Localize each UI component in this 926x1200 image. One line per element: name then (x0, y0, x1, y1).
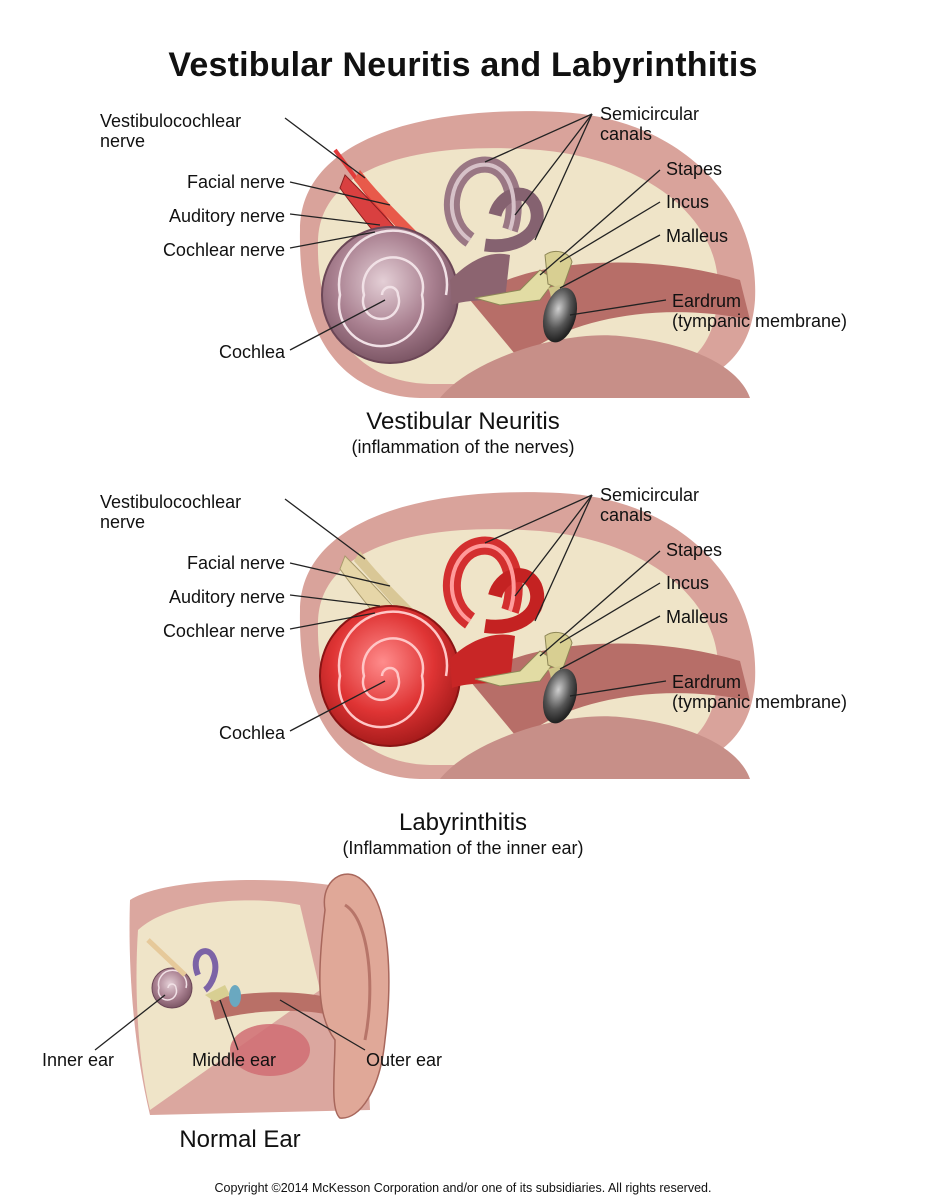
facial-nerve-inflamed (354, 170, 420, 245)
small-eardrum (229, 985, 241, 1007)
cochlea-spiral (337, 610, 449, 729)
eardrum-shape (542, 668, 578, 724)
vestibular-neuritis-illustration (284, 111, 756, 398)
canal-highlight (450, 543, 516, 623)
small-semicircular-canals (192, 948, 219, 993)
label-line: canals (600, 124, 653, 144)
caption-subtitle: (Inflammation of the inner ear) (342, 838, 584, 858)
cochlea-spiral (337, 229, 449, 348)
parotid-tissue (230, 1024, 310, 1076)
leader-lines-lab (284, 494, 667, 732)
label-line: Eardrum (672, 291, 742, 311)
label-line: Semicircular (600, 485, 700, 505)
auricle (319, 873, 390, 1119)
page-title: Vestibular Neuritis and Labyrinthitis (168, 46, 758, 84)
label-line: Vestibulocochlear (100, 111, 242, 131)
label-auditory-nerve: Auditory nerve (168, 206, 285, 226)
semicircular-canal-2 (484, 187, 544, 253)
label-cochlea: Cochlea (218, 723, 285, 743)
vestibule (450, 253, 510, 305)
label-facial-nerve: Facial nerve (186, 553, 285, 573)
label-cochlear-nerve: Cochlear nerve (162, 621, 285, 641)
caption-subtitle: (inflammation of the nerves) (351, 437, 575, 457)
label-incus: Incus (666, 192, 710, 212)
label-stapes: Stapes (666, 159, 723, 179)
small-nerve (146, 938, 187, 977)
label-line: Eardrum (672, 672, 742, 692)
caption-labyrinthitis: Labyrinthitis (Inflammation of the inner… (0, 809, 926, 859)
copyright-notice: Copyright ©2014 McKesson Corporation and… (214, 1181, 712, 1195)
caption-title: Labyrinthitis (398, 809, 528, 836)
label-semicircular-canals: Semicircular canals (600, 485, 699, 525)
labyrinthitis-illustration (284, 492, 756, 779)
label-middle-ear: Middle ear (192, 1050, 277, 1070)
small-ossicles (205, 985, 230, 1002)
caption-normal-ear: Normal Ear (179, 1126, 301, 1153)
label-cochlear-nerve: Cochlear nerve (162, 240, 285, 260)
label-incus: Incus (666, 573, 710, 593)
label-outer-ear: Outer ear (366, 1050, 443, 1070)
cochlea-shape (321, 226, 459, 364)
label-vestibulocochlear-nerve: Vestibulocochlear nerve (100, 111, 285, 151)
label-vestibulocochlear-nerve: Vestibulocochlear nerve (100, 492, 285, 532)
lower-tissue (440, 335, 750, 398)
semicircular-canal-2-inflamed (484, 568, 544, 634)
label-eardrum: Eardrum (tympanic membrane) (672, 672, 847, 712)
leader-lines-normal (94, 994, 366, 1051)
label-line: Vestibulocochlear (100, 492, 242, 512)
normal-ear-illustration (94, 873, 390, 1119)
label-cochlea: Cochlea (218, 342, 285, 362)
label-line: (tympanic membrane) (672, 311, 848, 331)
lower-tissue (440, 716, 750, 779)
label-facial-nerve: Facial nerve (186, 172, 285, 192)
label-line: Semicircular (600, 104, 700, 124)
label-line: nerve (100, 512, 146, 532)
eardrum-shape (542, 287, 578, 343)
label-auditory-nerve: Auditory nerve (168, 587, 285, 607)
label-line: canals (600, 505, 653, 525)
leader-lines-vn (284, 113, 667, 351)
caption-title: Vestibular Neuritis (366, 408, 560, 435)
label-stapes: Stapes (666, 540, 723, 560)
label-inner-ear: Inner ear (42, 1050, 115, 1070)
label-malleus: Malleus (666, 226, 729, 246)
auricle-fold (344, 903, 372, 1041)
label-line: (tympanic membrane) (672, 692, 848, 712)
label-line: nerve (100, 131, 146, 151)
caption-vestibular-neuritis: Vestibular Neuritis (inflammation of the… (0, 408, 926, 458)
label-semicircular-canals: Semicircular canals (600, 104, 699, 144)
label-malleus: Malleus (666, 607, 729, 627)
label-eardrum: Eardrum (tympanic membrane) (672, 291, 847, 331)
canal-highlight (450, 162, 516, 242)
